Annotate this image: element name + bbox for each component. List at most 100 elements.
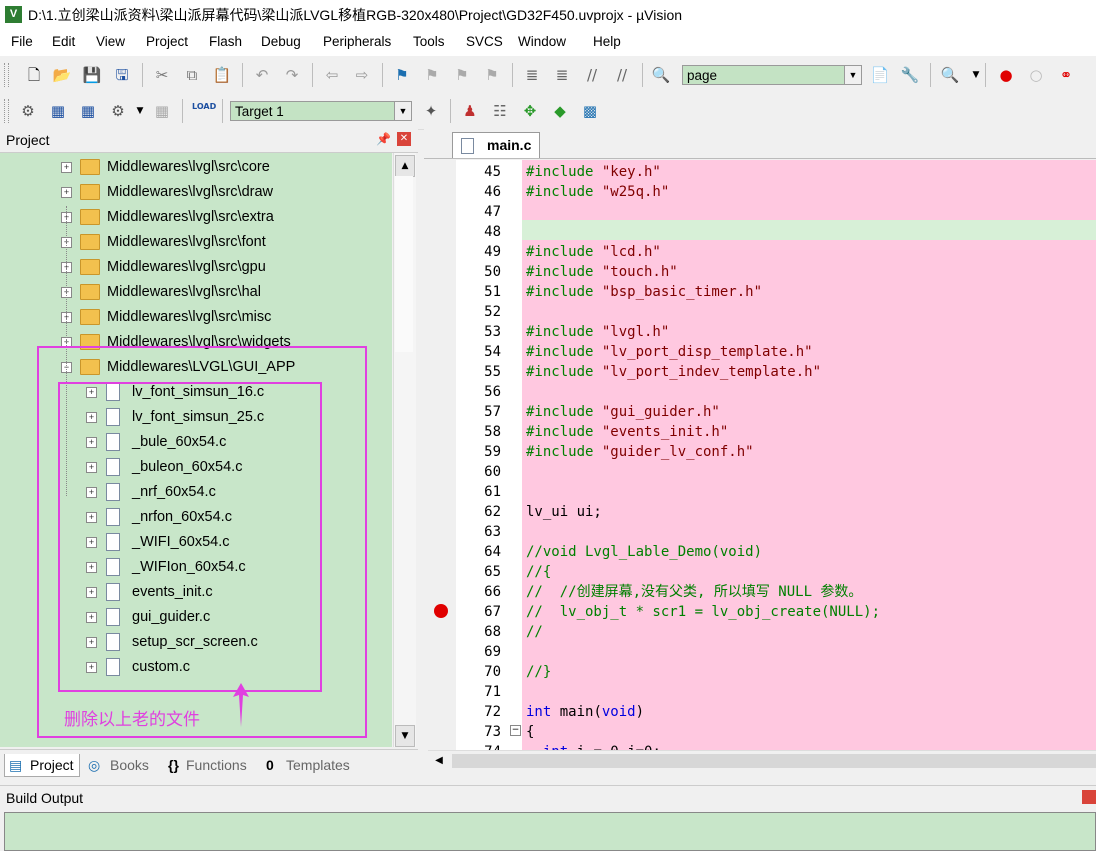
expand-icon[interactable]: + — [86, 462, 97, 473]
tree-file[interactable]: +_nrf_60x54.c — [0, 481, 392, 503]
disable-breakpoint-icon[interactable]: ○ — [1029, 66, 1043, 84]
scrollbar-thumb[interactable] — [452, 754, 1096, 768]
tree-file[interactable]: +gui_guider.c — [0, 606, 392, 628]
scrollbar-thumb[interactable] — [395, 176, 413, 352]
expand-icon[interactable]: + — [86, 412, 97, 423]
stop-build-icon[interactable]: ▦ — [154, 102, 170, 120]
menu-peripherals[interactable]: Peripherals — [323, 34, 392, 49]
tree-file[interactable]: +lv_font_simsun_25.c — [0, 406, 392, 428]
fold-toggle-icon[interactable]: − — [510, 725, 521, 736]
tree-file[interactable]: +_nrfon_60x54.c — [0, 506, 392, 528]
pack-installer-icon[interactable]: ◆ — [554, 102, 566, 120]
scroll-left-icon[interactable]: ◀ — [435, 755, 443, 766]
expand-icon[interactable]: + — [86, 487, 97, 498]
tab-project[interactable]: ▤ Project — [4, 754, 80, 777]
find-in-files-icon[interactable]: 🔍 — [651, 66, 671, 84]
menu-project[interactable]: Project — [146, 34, 189, 49]
code-line[interactable]: #include "gui_guider.h" — [526, 402, 720, 422]
copy-icon[interactable]: ⧉ — [186, 66, 198, 84]
find-combo[interactable]: page ▼ — [682, 65, 862, 85]
tab-templates[interactable]: 0 Templates — [264, 754, 362, 776]
expand-icon[interactable]: + — [86, 587, 97, 598]
pin-icon[interactable]: 📌 — [376, 132, 391, 146]
tree-file[interactable]: +_WIFI_60x54.c — [0, 531, 392, 553]
paste-icon[interactable]: 📋 — [212, 66, 232, 84]
breakpoint-icon[interactable] — [434, 604, 448, 618]
code-area[interactable]: #include "key.h"#include "w25q.h"#includ… — [522, 160, 1096, 750]
breakpoint-gutter[interactable] — [428, 160, 457, 750]
nav-forward-icon[interactable]: ⇨ — [355, 66, 369, 84]
scroll-down-icon[interactable]: ▼ — [395, 725, 415, 747]
expand-icon[interactable]: + — [86, 637, 97, 648]
code-line[interactable]: #include "lv_port_indev_template.h" — [526, 362, 821, 382]
tree-folder[interactable]: +Middlewares\lvgl\src\font — [0, 231, 392, 253]
code-line[interactable]: lv_ui ui; — [526, 502, 602, 522]
code-line[interactable]: #include "guider_lv_conf.h" — [526, 442, 754, 462]
target-combo[interactable]: Target 1 ▼ — [230, 101, 412, 121]
toolbar-grip[interactable] — [4, 63, 9, 87]
tree-folder[interactable]: +Middlewares\lvgl\src\hal — [0, 281, 392, 303]
code-line[interactable]: //} — [526, 662, 551, 682]
debug-session-icon[interactable]: 🔍 — [940, 66, 960, 84]
menu-file[interactable]: File — [11, 34, 33, 49]
tab-functions[interactable]: {} Functions — [166, 754, 260, 776]
load-download-icon[interactable]: LOAD — [192, 101, 216, 121]
redo-icon[interactable]: ↷ — [285, 66, 299, 84]
batch-build-icon[interactable]: ⚙ — [111, 102, 125, 120]
menu-tools[interactable]: Tools — [413, 34, 445, 49]
close-icon[interactable] — [1082, 790, 1096, 804]
find-replace-icon[interactable]: 🔧 — [900, 66, 920, 84]
new-file-icon[interactable]: 🗋 — [27, 66, 41, 84]
open-folder-icon[interactable]: 📂 — [52, 66, 72, 84]
scroll-up-icon[interactable]: ▲ — [395, 155, 415, 177]
code-line[interactable]: { — [526, 722, 534, 742]
chevron-down-icon[interactable]: ▼ — [394, 102, 411, 120]
tree-folder[interactable]: +Middlewares\lvgl\src\gpu — [0, 256, 392, 278]
chevron-down-icon[interactable]: ▼ — [972, 70, 980, 80]
toolbar-grip[interactable] — [4, 99, 9, 123]
manage-project-items-icon[interactable]: ♟ — [463, 102, 477, 120]
indent-icon[interactable]: ≣ — [525, 66, 539, 84]
menu-flash[interactable]: Flash — [209, 34, 243, 49]
menu-help[interactable]: Help — [593, 34, 621, 49]
code-line[interactable]: #include "events_init.h" — [526, 422, 728, 442]
code-line[interactable]: #include "lcd.h" — [526, 242, 661, 262]
expand-icon[interactable]: + — [86, 387, 97, 398]
rebuild-icon[interactable]: ▦ — [80, 102, 96, 120]
comment-icon[interactable]: // — [586, 66, 598, 84]
incremental-find-icon[interactable]: 📄 — [870, 66, 890, 84]
options-for-target-icon[interactable]: ✦ — [424, 102, 438, 120]
cut-icon[interactable]: ✂ — [155, 66, 169, 84]
expand-icon[interactable]: + — [86, 537, 97, 548]
bookmark-icon[interactable]: ⚑ — [395, 66, 409, 84]
build-icon[interactable]: ▦ — [50, 102, 66, 120]
tree-file[interactable]: +lv_font_simsun_16.c — [0, 381, 392, 403]
manage-rte-icon[interactable]: ✥ — [523, 102, 537, 120]
kill-breakpoints-icon[interactable]: ⚭ — [1059, 66, 1073, 84]
chevron-down-icon[interactable]: ▼ — [844, 66, 861, 84]
save-all-icon[interactable]: 🖫 — [115, 66, 129, 84]
code-line[interactable]: #include "touch.h" — [526, 262, 678, 282]
translate-icon[interactable]: ⚙ — [21, 102, 35, 120]
menu-view[interactable]: View — [96, 34, 126, 49]
nav-back-icon[interactable]: ⇦ — [325, 66, 339, 84]
uncomment-icon[interactable]: // — [616, 66, 628, 84]
tree-folder[interactable]: +Middlewares\lvgl\src\draw — [0, 181, 392, 203]
expand-icon[interactable]: + — [86, 437, 97, 448]
tab-books[interactable]: ◎ Books — [86, 754, 160, 776]
bookmark-clear-icon[interactable]: ⚑ — [485, 66, 499, 84]
expand-icon[interactable]: + — [86, 612, 97, 623]
code-line[interactable]: #include "key.h" — [526, 162, 661, 182]
expand-icon[interactable]: + — [86, 562, 97, 573]
tree-folder[interactable]: +Middlewares\lvgl\src\core — [0, 156, 392, 178]
code-line[interactable]: //void Lvgl_Lable_Demo(void) — [526, 542, 762, 562]
close-icon[interactable]: ✕ — [397, 132, 411, 146]
tree-file[interactable]: +custom.c — [0, 656, 392, 678]
menu-window[interactable]: Window — [518, 34, 567, 49]
build-output-body[interactable] — [4, 812, 1096, 851]
expand-icon[interactable]: + — [86, 512, 97, 523]
code-line[interactable]: // lv_obj_t * scr1 = lv_obj_create(NULL)… — [526, 602, 880, 622]
expand-icon[interactable]: + — [61, 187, 72, 198]
code-line[interactable]: // — [526, 622, 543, 642]
unindent-icon[interactable]: ≣ — [555, 66, 569, 84]
